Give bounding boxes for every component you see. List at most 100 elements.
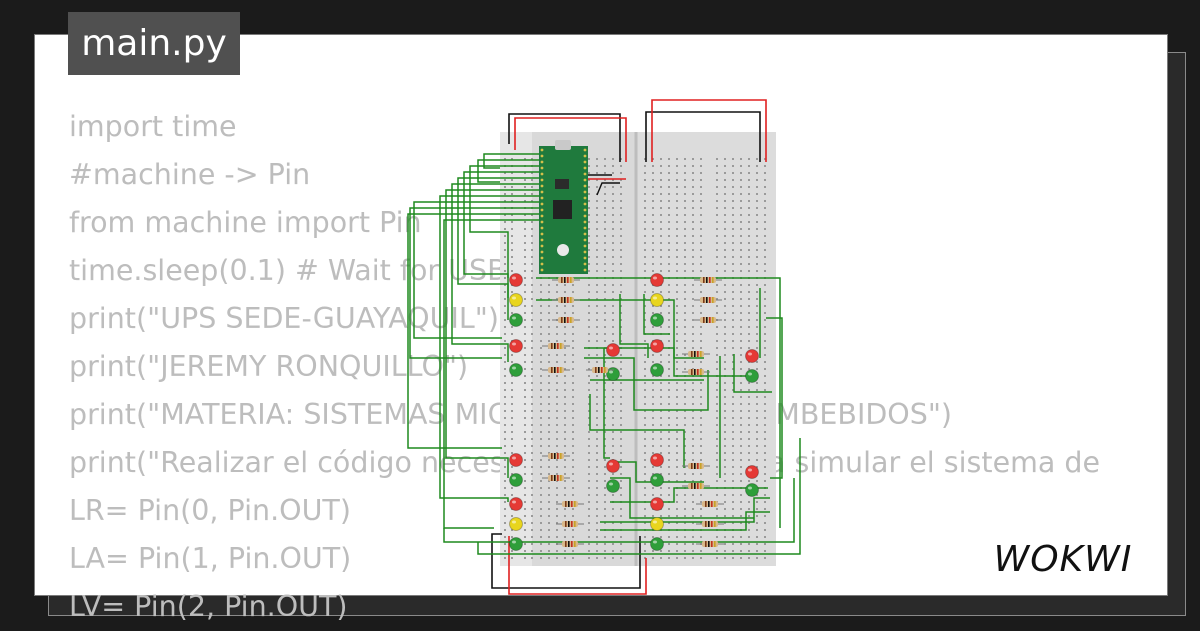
breadboard-hole — [668, 256, 670, 258]
breadboard-hole — [668, 340, 670, 342]
breadboard-hole — [700, 242, 702, 244]
breadboard-hole — [524, 179, 526, 181]
breadboard-hole — [564, 466, 566, 468]
breadboard-hole — [620, 410, 622, 412]
breadboard-hole — [684, 424, 686, 426]
pico-pin — [583, 172, 587, 176]
breadboard-hole — [511, 312, 513, 314]
breadboard-hole — [660, 438, 662, 440]
breadboard-hole — [548, 459, 550, 461]
breadboard-hole — [620, 508, 622, 510]
breadboard-hole — [652, 410, 654, 412]
breadboard-hole — [556, 550, 558, 552]
breadboard-hole — [724, 557, 726, 559]
breadboard-hole — [604, 235, 606, 237]
file-tab-main-py[interactable]: main.py — [68, 12, 240, 75]
breadboard-hole — [620, 298, 622, 300]
signal-wire — [610, 477, 754, 519]
breadboard-hole — [604, 438, 606, 440]
breadboard-hole — [692, 417, 694, 419]
breadboard-hole — [724, 452, 726, 454]
breadboard-hole — [612, 452, 614, 454]
breadboard-hole — [531, 487, 533, 489]
breadboard-hole — [756, 312, 758, 314]
breadboard-hole — [572, 403, 574, 405]
resistor-band — [554, 453, 556, 459]
breadboard-hole — [732, 403, 734, 405]
breadboard-hole — [540, 473, 542, 475]
breadboard-hole — [748, 340, 750, 342]
circuit-diagram — [407, 99, 801, 595]
breadboard-hole — [660, 249, 662, 251]
breadboard-hole — [604, 193, 606, 195]
breadboard-hole — [531, 515, 533, 517]
breadboard-hole — [748, 200, 750, 202]
breadboard-hole — [764, 424, 766, 426]
signal-wire — [407, 213, 540, 449]
breadboard-hole — [748, 347, 750, 349]
breadboard-hole — [564, 473, 566, 475]
breadboard-hole — [511, 438, 513, 440]
breadboard-hole — [668, 557, 670, 559]
breadboard-hole — [756, 221, 758, 223]
circuit-components — [509, 273, 759, 551]
breadboard-hole — [676, 326, 678, 328]
breadboard-hole — [668, 319, 670, 321]
breadboard-hole — [620, 550, 622, 552]
breadboard-hole — [620, 235, 622, 237]
breadboard-hole — [740, 368, 742, 370]
led-highlight — [653, 500, 657, 504]
power-wire — [508, 113, 621, 162]
breadboard-hole — [716, 347, 718, 349]
breadboard-hole — [668, 424, 670, 426]
breadboard-hole — [700, 396, 702, 398]
signal-wire — [584, 347, 704, 359]
breadboard-hole — [564, 354, 566, 356]
breadboard-hole — [692, 382, 694, 384]
breadboard-hole — [564, 431, 566, 433]
breadboard-hole — [540, 501, 542, 503]
led-highlight — [512, 316, 516, 320]
breadboard-hole — [588, 158, 590, 160]
breadboard-hole — [692, 333, 694, 335]
breadboard-hole — [531, 256, 533, 258]
breadboard-hole — [716, 508, 718, 510]
breadboard-hole — [676, 354, 678, 356]
pico-pin — [540, 154, 544, 158]
breadboard-hole — [756, 305, 758, 307]
breadboard-hole — [692, 207, 694, 209]
breadboard-hole — [676, 249, 678, 251]
breadboard-hole — [716, 340, 718, 342]
breadboard-hole — [524, 452, 526, 454]
breadboard-hole — [612, 158, 614, 160]
breadboard-hole — [548, 543, 550, 545]
breadboard-hole — [556, 312, 558, 314]
breadboard-hole — [524, 424, 526, 426]
signal-wire — [589, 394, 685, 468]
breadboard-hole — [604, 466, 606, 468]
breadboard-hole — [612, 361, 614, 363]
breadboard-hole — [588, 389, 590, 391]
breadboard-hole — [511, 158, 513, 160]
breadboard-hole — [504, 284, 506, 286]
breadboard-hole — [684, 221, 686, 223]
breadboard-hole — [756, 501, 758, 503]
breadboard-hole — [540, 480, 542, 482]
breadboard-hole — [732, 312, 734, 314]
breadboard-hole — [756, 263, 758, 265]
breadboard-hole — [531, 270, 533, 272]
breadboard-hole — [764, 326, 766, 328]
breadboard-hole — [540, 319, 542, 321]
breadboard-hole — [724, 312, 726, 314]
breadboard-hole — [724, 424, 726, 426]
breadboard-hole — [668, 459, 670, 461]
breadboard-hole — [596, 459, 598, 461]
breadboard-hole — [572, 424, 574, 426]
breadboard-hole — [652, 291, 654, 293]
breadboard-hole — [511, 550, 513, 552]
breadboard-hole — [700, 228, 702, 230]
breadboard-hole — [524, 515, 526, 517]
breadboard-hole — [748, 431, 750, 433]
breadboard-hole — [596, 389, 598, 391]
